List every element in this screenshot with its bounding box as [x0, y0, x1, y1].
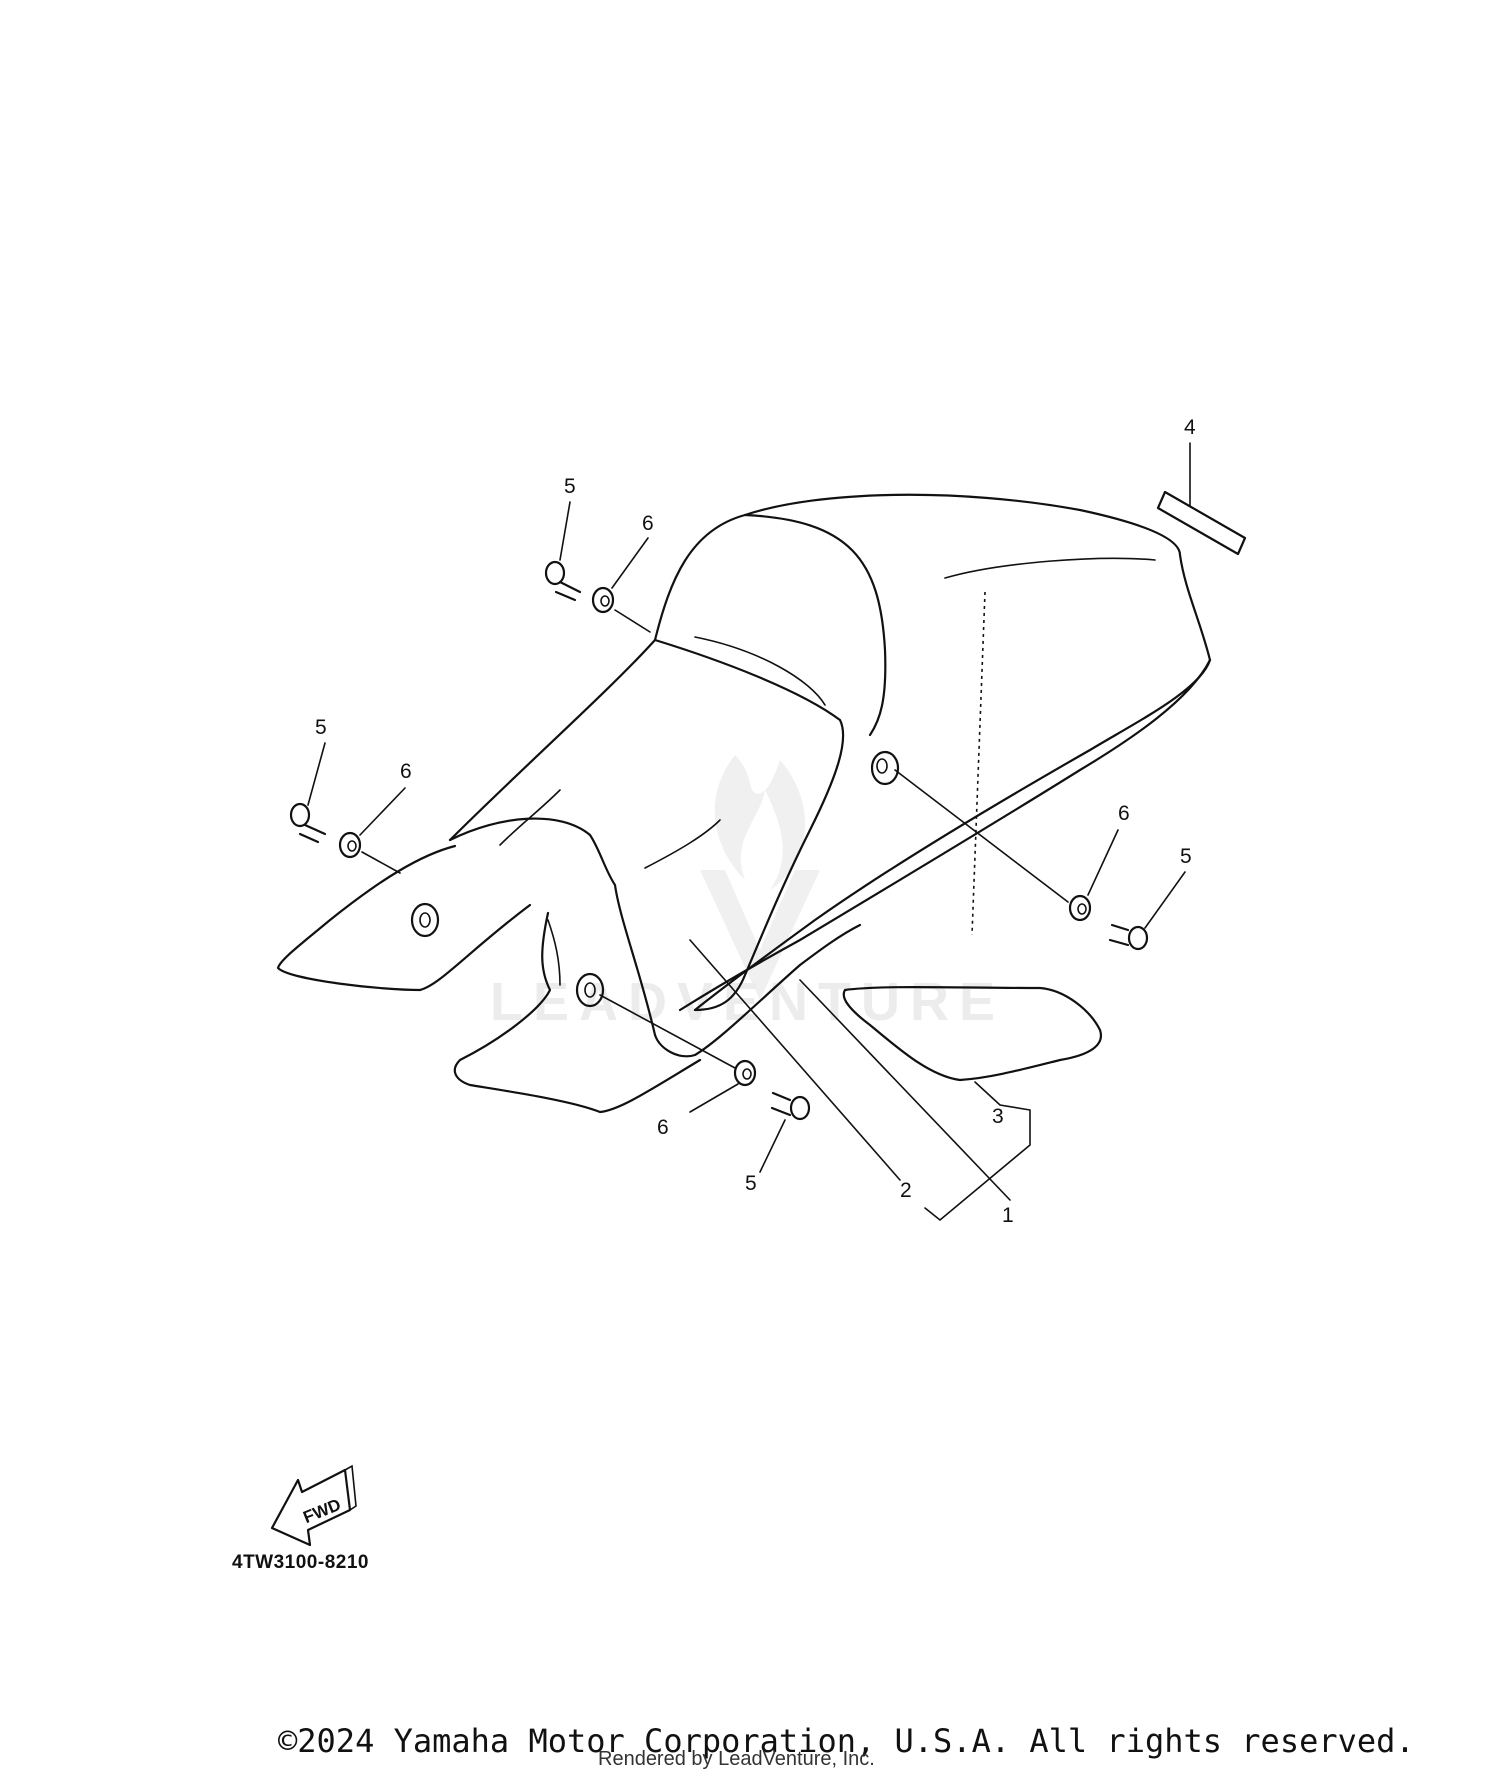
callout-2: 2 — [900, 1179, 912, 1202]
watermark-text: LEADVENTURE — [490, 972, 1005, 1032]
callout-5-top: 5 — [564, 475, 576, 498]
drawing-number: 4TW3100-8210 — [232, 1552, 369, 1573]
copyright-notice: ©2024 Yamaha Motor Corporation, U.S.A. A… — [278, 1722, 1415, 1760]
bolt-icon — [289, 560, 1149, 1121]
leader-lines — [307, 442, 1191, 1222]
callout-5-right: 5 — [1180, 845, 1192, 868]
seat-assembly — [276, 493, 1212, 1114]
callout-6-right: 6 — [1118, 802, 1130, 825]
callout-3: 3 — [992, 1105, 1004, 1128]
leadventure-watermark: LEADVENTURE — [490, 755, 1005, 1032]
grommet-icon — [338, 586, 1092, 1087]
callout-5-bottom: 5 — [745, 1172, 757, 1195]
assembly-lines — [361, 591, 1069, 1069]
callout-6-top: 6 — [642, 512, 654, 535]
rendered-by-notice: Rendered by LeadVenture, Inc. — [598, 1748, 875, 1770]
callout-6-bottom: 6 — [657, 1116, 669, 1139]
callout-4: 4 — [1184, 416, 1196, 439]
callout-5-left: 5 — [315, 716, 327, 739]
callout-labels: 1 2 3 4 5 6 5 6 6 5 6 5 — [315, 416, 1196, 1227]
callout-6-left: 6 — [400, 760, 412, 783]
rear-pad-part-3 — [842, 986, 1103, 1082]
fwd-arrow-icon: FWD — [270, 1464, 357, 1547]
callout-1: 1 — [1002, 1204, 1014, 1227]
label-sticker-part-4 — [1156, 490, 1247, 556]
